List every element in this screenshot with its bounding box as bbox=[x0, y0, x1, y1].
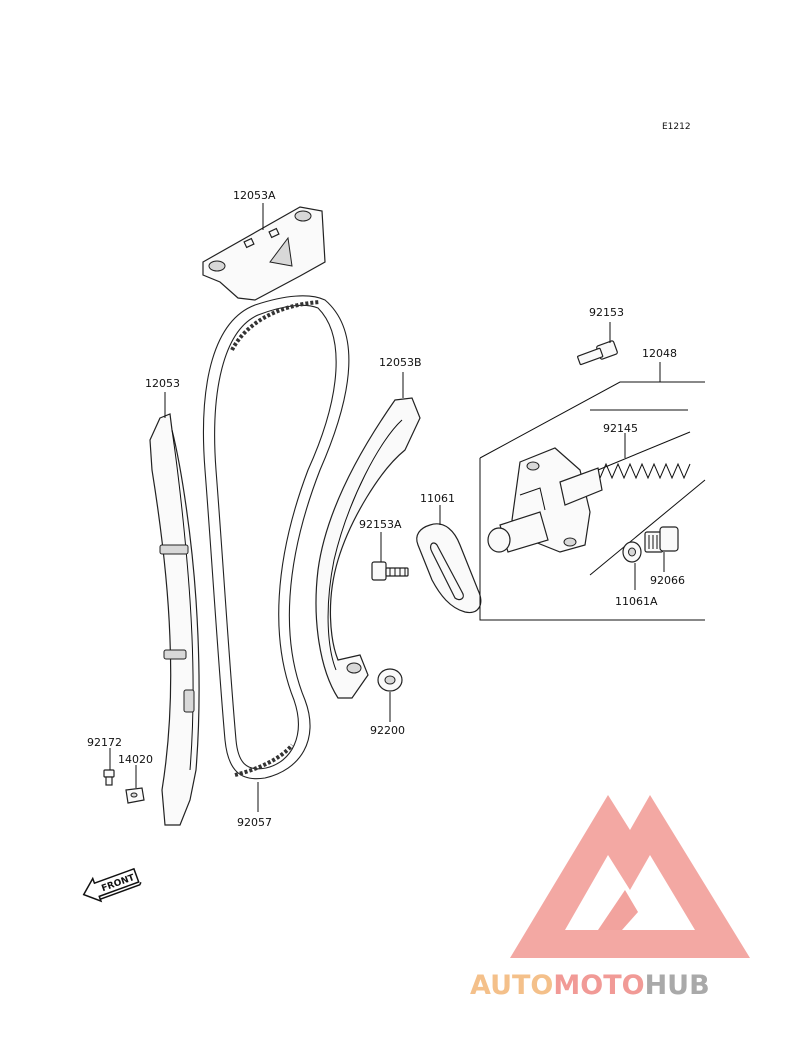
collar bbox=[125, 787, 145, 804]
part-label-92153: 92153 bbox=[589, 306, 624, 319]
chain-tensioner bbox=[487, 447, 603, 553]
part-label-14020: 14020 bbox=[118, 753, 153, 766]
front-arrow-icon bbox=[82, 867, 140, 903]
front-direction-marker: FRONT bbox=[82, 867, 142, 903]
small-bolt bbox=[103, 769, 115, 786]
cap-bolt bbox=[644, 526, 679, 553]
part-label-11061: 11061 bbox=[420, 492, 455, 505]
part-label-92057: 92057 bbox=[237, 816, 272, 829]
part-label-11061a: 11061A bbox=[615, 595, 658, 608]
part-label-12053b: 12053B bbox=[379, 356, 422, 369]
part-label-12053: 12053 bbox=[145, 377, 180, 390]
watermark: AUTOMOTOHUB bbox=[470, 795, 750, 1001]
watermark-hub: HUB bbox=[645, 970, 710, 1001]
washer bbox=[377, 668, 403, 692]
upper-chain-guide bbox=[202, 206, 326, 301]
tensioner-bracket-lines bbox=[479, 381, 706, 621]
part-label-12048: 12048 bbox=[642, 347, 677, 360]
part-label-12053a: 12053A bbox=[233, 189, 276, 202]
part-label-92153a: 92153A bbox=[359, 518, 402, 531]
part-label-92145: 92145 bbox=[603, 422, 638, 435]
part-label-92200: 92200 bbox=[370, 724, 405, 737]
part-label-92066: 92066 bbox=[650, 574, 685, 587]
rear-chain-guide bbox=[149, 413, 200, 826]
tensioner-bolt bbox=[577, 340, 618, 366]
watermark-text: AUTOMOTOHUB bbox=[470, 970, 710, 1001]
tensioner-gasket bbox=[416, 523, 482, 614]
cam-chain bbox=[202, 295, 350, 780]
pivot-bolt bbox=[371, 561, 409, 581]
leader-lines bbox=[109, 203, 665, 812]
watermark-auto: AUTO bbox=[470, 970, 553, 1001]
diagram-code: E1212 bbox=[662, 122, 691, 132]
watermark-moto: MOTO bbox=[553, 970, 644, 1001]
tensioner-spring bbox=[597, 431, 691, 480]
part-label-92172: 92172 bbox=[87, 736, 122, 749]
front-chain-guide bbox=[315, 397, 421, 699]
watermark-logo-icon bbox=[510, 795, 750, 958]
cap-washer bbox=[622, 541, 642, 563]
